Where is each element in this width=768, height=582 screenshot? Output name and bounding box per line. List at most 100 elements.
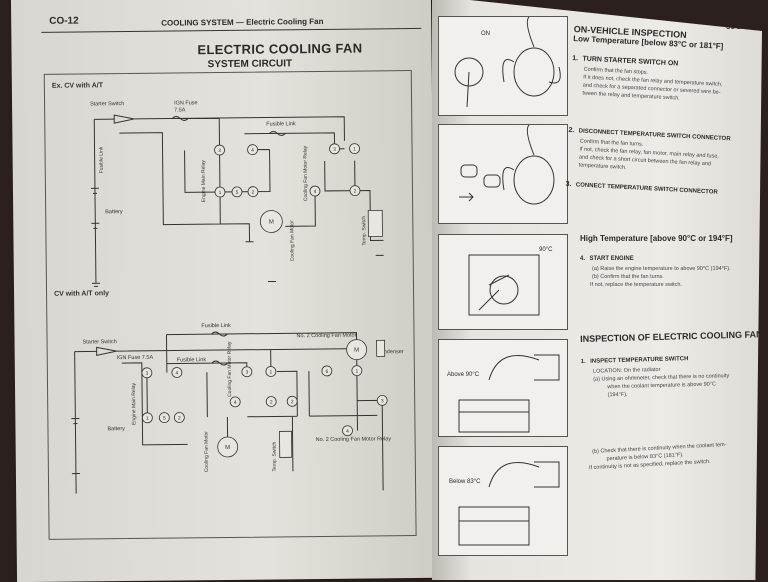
circuit-diagrams: Ex. CV with A/T Starter Switch IGN Fuse …: [52, 82, 404, 494]
path-shape: [71, 418, 80, 475]
labels-condenser-text: Condenser: [377, 349, 404, 355]
labels-no2-motor-text: No. 2 Cooling Fan Motor: [296, 333, 356, 340]
diagram2-heading: CV with A/T only: [54, 290, 109, 298]
section-inspection: INSPECTION OF ELECTRIC COOLING FAN 1. IN…: [580, 329, 763, 400]
circle-shape: [376, 394, 388, 406]
path-shape: [502, 16, 561, 84]
circle-shape: [265, 396, 277, 407]
illus-labels-below-text: Below 83°C: [449, 479, 481, 485]
illustration-switch-below-83: Below 83°C: [438, 446, 568, 556]
labels-cooling-fan-motor-text: Cooling Fan Motor: [203, 431, 209, 473]
terminals-3-text: 5: [236, 190, 239, 196]
terminals-6-text: 1: [269, 369, 272, 375]
starter-switch-symbol: [113, 114, 135, 124]
circle-shape: [329, 143, 340, 155]
labels-starter-switch-text: Starter Switch: [83, 339, 117, 345]
svg-shape: [468, 254, 540, 316]
labels-engine-main-relay-text: Engine Main Relay: [131, 382, 137, 425]
g-shape: Fusible Link Engine Main Relay Cooling F…: [99, 145, 368, 262]
terminals-1-text: 4: [251, 148, 254, 154]
circle-shape: [158, 412, 170, 424]
terminals-5-text: 3: [333, 147, 336, 153]
terminals-0-text: 3: [218, 148, 221, 154]
labels-temp-switch-text: Temp. Switch: [272, 441, 278, 471]
ign-fuse-label: IGN Fuse: [174, 100, 198, 106]
terminals-4-text: 2: [252, 190, 255, 196]
section-high-temp: High Temperature [above 90°C or 194°F] 4…: [580, 234, 733, 289]
2-title-text: CONNECT TEMPERATURE SWITCH CONNECTOR: [575, 182, 718, 196]
circle-shape: [286, 395, 298, 407]
svg-shape: [454, 16, 561, 108]
svg-shape: [459, 124, 555, 205]
step4-num-text: 4.: [580, 256, 586, 262]
terminals-11-text: 1: [355, 369, 358, 375]
path-shape: [458, 461, 560, 546]
div-shape: 4. START ENGINE: [580, 247, 733, 265]
circle-shape: [454, 57, 484, 87]
step4-title-text: START ENGINE: [589, 256, 634, 262]
rect-shape: [460, 164, 478, 178]
circle-shape: [241, 366, 253, 378]
running-header: COOLING SYSTEM — Electric Cooling Fan: [161, 16, 324, 28]
path-shape: [93, 116, 384, 284]
right-page: COOLING SYSTEM — Electric Cooling Fan CO…: [432, 0, 762, 580]
fusible-link-label: Fusible Link: [266, 121, 296, 127]
circle-shape: [141, 412, 153, 424]
circle-shape: [141, 367, 153, 379]
temp-switch-symbol: [367, 209, 383, 237]
circle-shape: [321, 365, 333, 377]
illustration-engine-temp: 90°C: [438, 234, 568, 330]
circle-shape: [309, 185, 321, 197]
circle-shape: [342, 425, 353, 437]
ground-symbols: [91, 241, 384, 287]
section-subtitle: SYSTEM CIRCUIT: [207, 58, 293, 71]
circle-shape: [247, 144, 258, 156]
circle-shape: [349, 185, 361, 197]
div-shape: Confirm that the fan turns.If not, check…: [566, 137, 730, 177]
div-shape: LOCATION: On the radiator (a) Using an o…: [581, 363, 762, 400]
step4-a-text: (a) Raise the engine temperature to abov…: [592, 266, 731, 272]
right-page-section2-title-text: INSPECTION OF ELECTRIC COOLING FAN: [580, 329, 763, 344]
path-shape: [459, 192, 474, 202]
path-shape: [466, 71, 470, 108]
terminals-4-text: 2: [178, 415, 181, 421]
1-num-text: 2.: [568, 126, 575, 135]
terminals-0-text: 3: [145, 371, 148, 377]
illustration-disconnect-connector: [438, 124, 568, 224]
page-title: ELECTRIC COOLING FAN: [197, 40, 363, 58]
labels-engine-main-relay-text: Engine Main Relay: [201, 160, 207, 203]
g-shape: [141, 339, 388, 458]
diagram1-heading: Ex. CV with A/T: [52, 82, 104, 90]
terminals-8-text: 2: [354, 189, 357, 195]
labels-motor-text: M: [269, 219, 274, 225]
path-shape: [468, 254, 540, 316]
illus-labels-above-text: Above 90°C: [447, 372, 480, 378]
labels-fusible-link-left-text: Fusible Link: [99, 146, 105, 173]
page-number: CO-13: [726, 25, 744, 31]
circle-shape: [214, 186, 226, 198]
illus-labels-temp90-text: 90°C: [539, 247, 553, 253]
step-3: 3. CONNECT TEMPERATURE SWITCH CONNECTOR: [565, 173, 728, 199]
circle-shape: [229, 396, 241, 408]
labels-cooling-fan-motor-relay-text: Cooling Fan Motor Relay: [227, 341, 234, 397]
fan-motor-symbol: [259, 210, 283, 233]
labels-cooling-fan-motor-text: Cooling Fan Motor: [289, 220, 295, 262]
circuit1-wires: [90, 114, 384, 287]
step4-note-text: If not, replace the temperature switch.: [590, 282, 683, 288]
0-num-text: 1.: [572, 54, 579, 63]
step-1: 1. TURN STARTER SWITCH ON Confirm that t…: [570, 47, 735, 105]
terminals-2-text: 1: [219, 190, 222, 196]
battery-symbol: [90, 187, 100, 229]
starter-switch-label: Starter Switch: [90, 101, 124, 107]
svg-shape: [458, 461, 560, 546]
labels-fusible-link-mid-text: Fusible Link: [177, 357, 207, 363]
circle-shape: [173, 412, 185, 423]
2-num-text: 3.: [565, 180, 572, 189]
terminals-6-text: 1: [353, 147, 356, 153]
labels-battery-text: Battery: [107, 426, 125, 432]
labels-motor-text: M: [354, 348, 359, 354]
ellipse-shape: [513, 155, 555, 205]
terminals-7-text: 4: [234, 400, 237, 406]
header-rule: [41, 27, 422, 33]
